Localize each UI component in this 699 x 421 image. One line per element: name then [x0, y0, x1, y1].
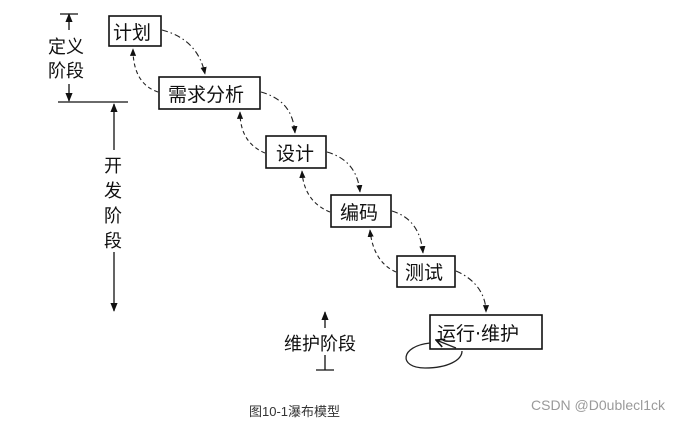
development-char-2: 发: [104, 181, 122, 202]
feedback-arrow-design-to-requirements: [236, 111, 266, 154]
figure-caption: 图10-1瀑布模型: [249, 404, 340, 419]
flow-arrow-plan-to-requirements: [161, 29, 207, 75]
maintenance-phase-label: 维护阶段: [284, 334, 356, 355]
stage-label-testing: 测试: [405, 262, 443, 284]
flow-arrow-requirements-to-design: [260, 91, 298, 134]
definition-phase-label-line2: 阶段: [48, 61, 84, 82]
development-char-1: 开: [104, 156, 122, 177]
stage-label-operation: 运行·维护: [437, 323, 519, 345]
stage-label-coding: 编码: [340, 202, 378, 224]
maintenance-loop-arrow: [405, 342, 463, 369]
stage-box-coding: 编码: [330, 194, 392, 228]
development-char-4: 段: [104, 231, 122, 252]
feedback-arrow-testing-to-coding: [367, 229, 397, 273]
maintenance-loop-arrowhead: [436, 340, 457, 349]
development-phase-marker: 开 发 阶 段: [104, 103, 122, 312]
stage-box-requirements: 需求分析: [158, 76, 261, 110]
flow-arrow-coding-to-testing: [391, 210, 426, 254]
feedback-arrow-coding-to-design: [299, 170, 331, 213]
flow-arrow-testing-to-operation: [455, 270, 490, 313]
watermark: CSDN @D0ublecl1ck: [531, 397, 666, 413]
development-char-3: 阶: [104, 206, 122, 227]
stage-box-operation: 运行·维护: [429, 314, 543, 350]
definition-phase-label-line1: 定义: [48, 37, 84, 58]
stage-box-testing: 测试: [396, 255, 456, 288]
stage-label-requirements: 需求分析: [168, 84, 244, 106]
stage-box-design: 设计: [265, 135, 327, 169]
stage-label-plan: 计划: [113, 22, 151, 44]
definition-phase-marker: 定义 阶段: [48, 13, 84, 102]
stage-box-plan: 计划: [108, 15, 162, 47]
stage-label-design: 设计: [276, 143, 314, 165]
feedback-arrow-requirements-to-plan: [129, 48, 159, 93]
maintenance-phase-marker: 维护阶段: [284, 311, 356, 371]
flow-arrow-design-to-coding: [326, 151, 363, 193]
